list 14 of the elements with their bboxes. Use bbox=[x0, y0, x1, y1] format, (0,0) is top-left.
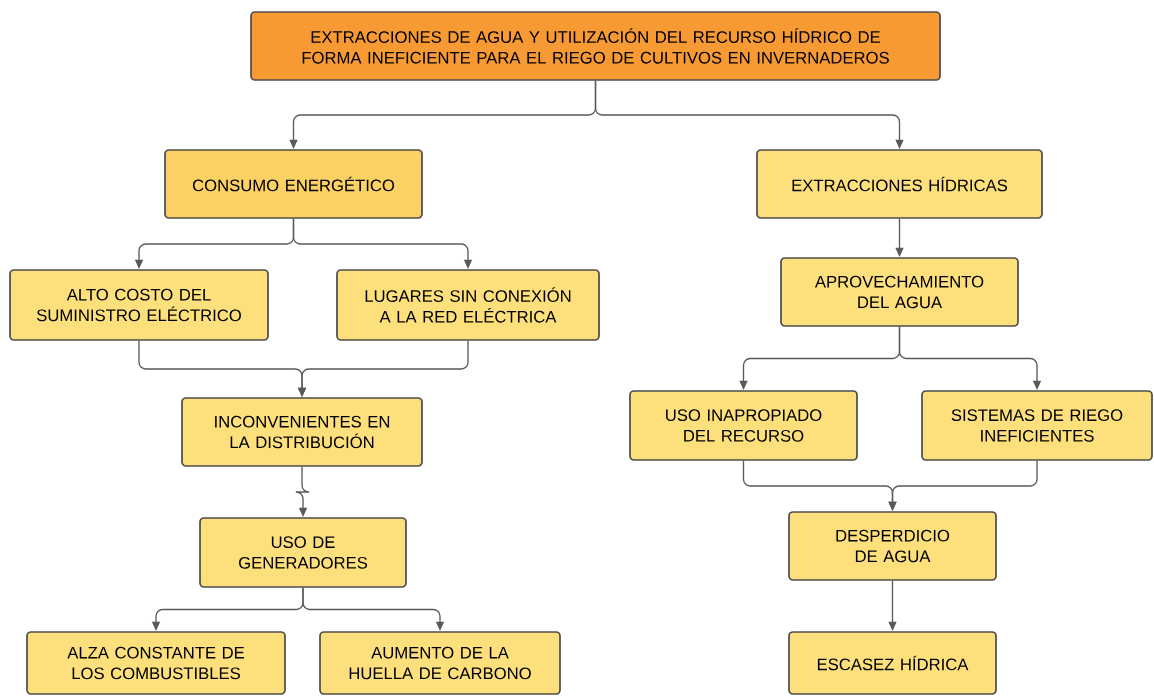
process-box: EXTRACCIONES HÍDRICAS bbox=[756, 149, 1043, 219]
process-box: CONSUMO ENERGÉTICO bbox=[164, 149, 423, 219]
title-box: EXTRACCIONES DE AGUA Y UTILIZACIÓN DEL RECURSO HÍDRICO DE FORMA INEFICIENTE PARA EL RIEGO DE CULTIVOS EN INVERNADEROS bbox=[250, 11, 941, 81]
process-box: DESPERDICIO DE AGUA bbox=[788, 511, 997, 581]
process-box: ESCASEZ HÍDRICA bbox=[788, 631, 997, 695]
process-box: AUMENTO DE LA HUELLA DE CARBONO bbox=[319, 631, 561, 695]
process-box: SISTEMAS DE RIEGO INEFICIENTES bbox=[921, 390, 1153, 461]
process-box: USO DE GENERADORES bbox=[199, 517, 407, 588]
process-box: USO INAPROPIADO DEL RECURSO bbox=[629, 390, 858, 461]
process-box: ALTO COSTO DEL SUMINISTRO ELÉCTRICO bbox=[9, 269, 269, 341]
process-box: APROVECHAMIENTO DEL AGUA bbox=[780, 257, 1019, 327]
process-box: LUGARES SIN CONEXIÓN A LA RED ELÉCTRICA bbox=[336, 269, 600, 341]
process-box: INCONVENIENTES EN LA DISTRIBUCIÓN bbox=[181, 397, 423, 467]
process-box: ALZA CONSTANTE DE LOS COMBUSTIBLES bbox=[26, 631, 286, 695]
